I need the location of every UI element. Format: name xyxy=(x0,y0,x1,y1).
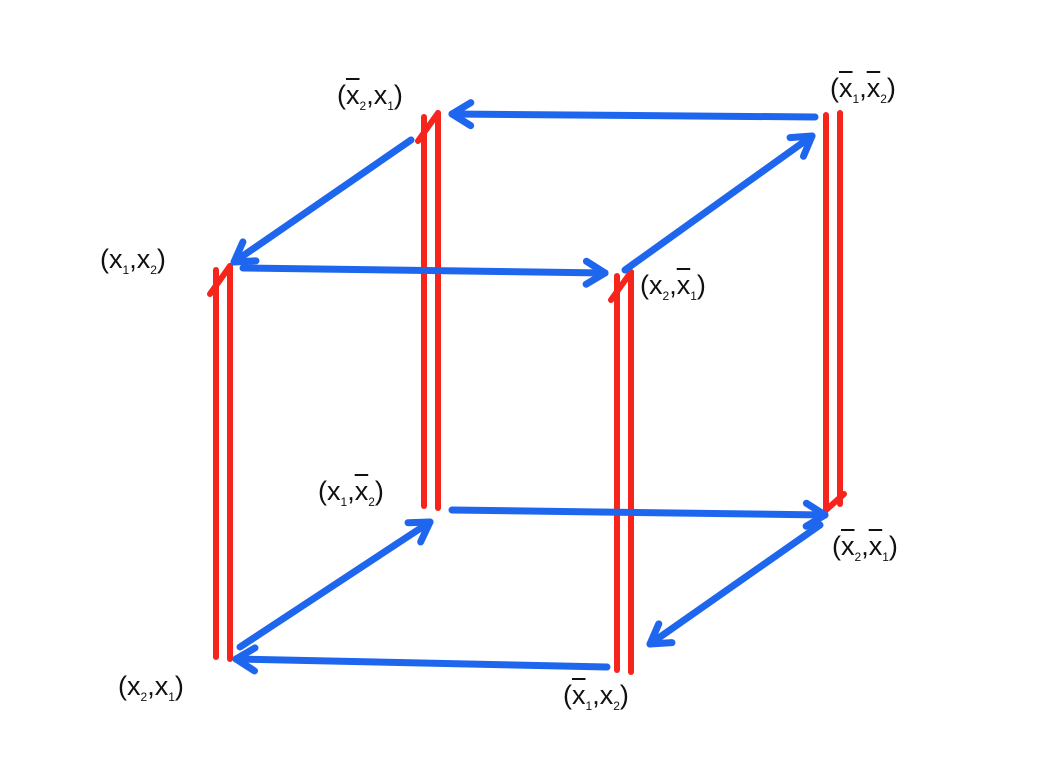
blue-arrow-top-front-left-to-top-front-right xyxy=(239,257,609,288)
red-double-arrow-bot-front-right-to-top-front-right xyxy=(608,269,634,675)
blue-arrow-top-front-right-to-top-back-right xyxy=(621,132,816,274)
arrow-head xyxy=(802,511,829,530)
paren-open: ( xyxy=(830,73,839,103)
arrow-head xyxy=(417,518,434,546)
vertex-label-bot-front-left: (x2,x1) xyxy=(118,671,184,704)
arrow-shaft xyxy=(236,518,434,651)
paren-close: ) xyxy=(174,671,184,701)
paren-open: ( xyxy=(563,680,572,710)
variable: x xyxy=(136,244,151,274)
subscript: 1 xyxy=(585,699,593,713)
variable: x xyxy=(839,73,853,103)
comma: , xyxy=(669,270,677,300)
arrow-head xyxy=(415,110,441,144)
vertex-label-bot-back-left: (x1,x2) xyxy=(318,476,384,509)
variable: x xyxy=(868,531,883,561)
subscript: 1 xyxy=(122,263,130,277)
arrow-head xyxy=(823,491,847,513)
variable: x xyxy=(676,270,691,300)
blue-arrow-bot-back-right-to-bot-front-right xyxy=(646,521,824,648)
variable: x xyxy=(109,244,123,274)
arrow-shaft xyxy=(448,110,819,121)
paren-open: ( xyxy=(318,476,327,506)
paren-close: ) xyxy=(886,73,896,103)
red-double-arrows xyxy=(207,110,847,675)
subscript: 1 xyxy=(387,99,394,113)
variable: x xyxy=(346,80,360,110)
red-double-arrow-top-back-right-to-bot-back-right xyxy=(823,110,847,513)
comma: , xyxy=(147,671,155,701)
vertex-label-top-back-right: (x1,x2) xyxy=(830,73,896,106)
paren-close: ) xyxy=(696,270,706,300)
variable: x xyxy=(127,671,141,701)
subscript: 2 xyxy=(359,99,367,113)
subscript: 2 xyxy=(662,289,670,303)
arrow-head xyxy=(608,269,634,303)
paren-open: ( xyxy=(100,244,109,274)
subscript: 1 xyxy=(168,690,175,704)
variable: x xyxy=(649,270,663,300)
arrow-head xyxy=(230,238,247,266)
subscript: 2 xyxy=(150,263,157,277)
subscript: 2 xyxy=(368,495,375,509)
arrow-shaft xyxy=(239,264,609,277)
red-double-arrow-bot-back-left-to-top-back-left xyxy=(415,110,441,511)
variable: x xyxy=(373,80,388,110)
blue-arrow-bot-back-left-to-bot-back-right xyxy=(448,499,829,530)
variable: x xyxy=(354,476,369,506)
blue-arrow-bot-front-right-to-bot-front-left xyxy=(232,644,611,675)
paren-close: ) xyxy=(619,680,629,710)
subscript: 1 xyxy=(690,289,697,303)
variable: x xyxy=(841,531,855,561)
comma: , xyxy=(861,531,869,561)
paren-open: ( xyxy=(640,270,649,300)
subscript: 2 xyxy=(140,690,148,704)
subscript: 2 xyxy=(613,699,620,713)
paren-close: ) xyxy=(393,80,403,110)
comma: , xyxy=(129,244,137,274)
arrow-shaft xyxy=(232,655,611,671)
variable: x xyxy=(572,680,586,710)
variable: x xyxy=(327,476,341,506)
arrow-head xyxy=(646,620,663,648)
arrow-head xyxy=(582,269,609,288)
comma: , xyxy=(859,73,867,103)
arrow-shaft xyxy=(230,136,415,266)
vertex-label-top-back-left: (x2,x1) xyxy=(337,80,403,113)
blue-arrow-top-back-right-to-top-back-left xyxy=(448,99,819,130)
red-double-arrow-bot-front-left-to-top-front-left xyxy=(207,263,233,662)
vertex-label-top-front-left: (x1,x2) xyxy=(100,244,166,277)
subscript: 1 xyxy=(882,550,889,564)
subscript: 1 xyxy=(852,92,860,106)
variable: x xyxy=(154,671,169,701)
variable: x xyxy=(599,680,614,710)
vertex-label-bot-front-right: (x1,x2) xyxy=(563,680,629,713)
arrow-head xyxy=(799,132,816,160)
variable: x xyxy=(866,73,881,103)
paren-open: ( xyxy=(337,80,346,110)
blue-arrows xyxy=(230,99,829,675)
blue-arrow-top-back-left-to-top-front-left xyxy=(230,136,415,266)
vertex-label-bot-back-right: (x2,x1) xyxy=(832,531,898,564)
paren-close: ) xyxy=(374,476,384,506)
comma: , xyxy=(592,680,600,710)
arrow-shaft xyxy=(448,506,829,519)
paren-open: ( xyxy=(118,671,127,701)
arrow-head xyxy=(448,99,475,118)
comma: , xyxy=(347,476,355,506)
paren-close: ) xyxy=(888,531,898,561)
subscript: 1 xyxy=(340,495,348,509)
paren-open: ( xyxy=(832,531,841,561)
paren-close: ) xyxy=(156,244,166,274)
blue-arrow-bot-front-left-to-bot-back-left xyxy=(236,518,434,651)
arrow-head xyxy=(232,644,259,663)
subscript: 2 xyxy=(854,550,862,564)
arrow-head xyxy=(207,263,233,297)
subscript: 2 xyxy=(880,92,887,106)
arrow-shaft xyxy=(646,521,824,648)
vertex-label-top-front-right: (x2,x1) xyxy=(640,270,706,303)
arrow-shaft xyxy=(621,132,816,274)
comma: , xyxy=(366,80,374,110)
